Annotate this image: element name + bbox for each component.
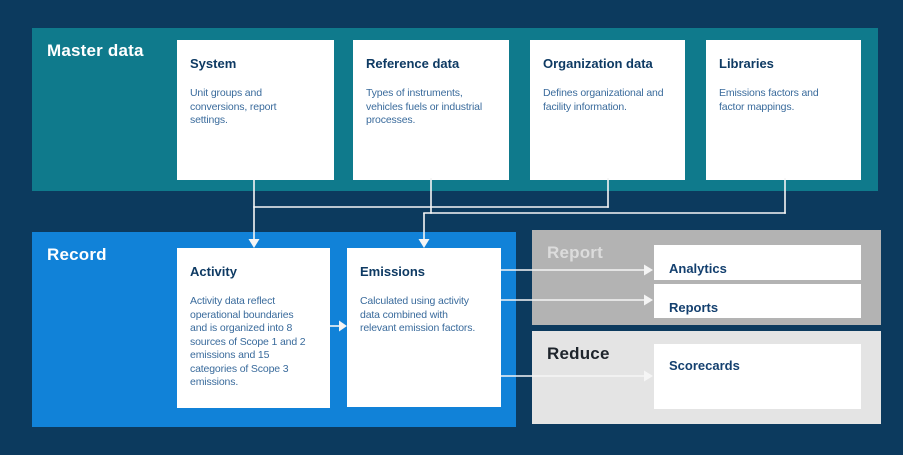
record-label: Record [47, 245, 107, 264]
card-analytics: Analytics [654, 245, 861, 280]
master-data-label: Master data [47, 41, 144, 60]
card-organization-data-title: Organization data [543, 56, 653, 71]
card-system-description: Unit groups and conversions, report sett… [190, 87, 277, 126]
card-reference-data-description: Types of instruments, vehicles fuels or … [366, 87, 483, 126]
card-libraries: Libraries Emissions factors and factor m… [706, 40, 861, 180]
card-emissions-description: Calculated using activity data combined … [360, 295, 476, 334]
card-emissions-title: Emissions [360, 264, 426, 279]
card-organization-data-description: Defines organizational and facility info… [543, 87, 664, 113]
card-scorecards: Scorecards [654, 344, 861, 409]
card-activity: Activity Activity data reflect operation… [177, 248, 330, 408]
card-reference-data: Reference data Types of instruments, veh… [353, 40, 509, 180]
report-label: Report [547, 243, 603, 262]
card-organization-data: Organization data Defines organizational… [530, 40, 685, 180]
card-analytics-label: Analytics [669, 261, 727, 276]
card-activity-title: Activity [190, 264, 237, 279]
card-libraries-description: Emissions factors and factor mappings. [719, 87, 819, 113]
card-scorecards-label: Scorecards [669, 358, 740, 373]
card-emissions: Emissions Calculated using activity data… [347, 248, 501, 407]
card-activity-description: Activity data reflect operational bounda… [190, 295, 306, 388]
card-reports: Reports [654, 284, 861, 318]
card-libraries-title: Libraries [719, 56, 774, 71]
card-system-title: System [190, 56, 237, 71]
card-reference-data-title: Reference data [366, 56, 460, 71]
reduce-label: Reduce [547, 344, 610, 363]
card-reports-label: Reports [669, 299, 719, 315]
card-system: System Unit groups and conversions, repo… [177, 40, 334, 180]
